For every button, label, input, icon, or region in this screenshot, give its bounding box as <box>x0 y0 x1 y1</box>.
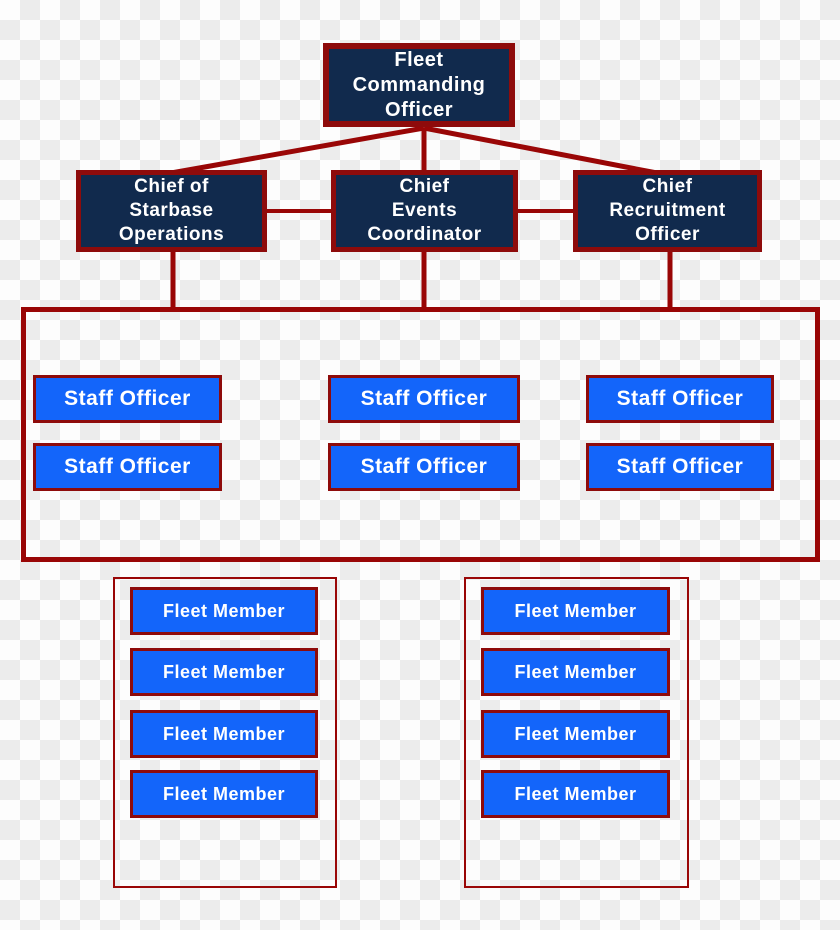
fleet-members-container-right <box>464 577 689 888</box>
node-label: Fleet Member <box>514 723 637 744</box>
node-label: Fleet Commanding Officer <box>352 48 486 121</box>
node-fleet-commanding-officer: Fleet Commanding Officer <box>323 43 515 127</box>
connector-line <box>170 125 425 176</box>
node-label: Staff Officer <box>360 386 488 410</box>
node-staff-officer: Staff Officer <box>328 375 520 423</box>
node-label: Fleet Member <box>162 783 286 804</box>
node-label: Staff Officer <box>64 454 191 478</box>
node-staff-officer: Staff Officer <box>586 375 774 423</box>
node-fleet-member: Fleet Member <box>481 710 670 758</box>
node-label: Chief Recruitment Officer <box>609 176 726 245</box>
node-staff-officer: Staff Officer <box>328 443 520 491</box>
node-fleet-member: Fleet Member <box>481 648 670 696</box>
node-label: Fleet Member <box>162 661 286 682</box>
node-label: Staff Officer <box>616 454 744 478</box>
node-fleet-member: Fleet Member <box>130 648 318 696</box>
node-fleet-member: Fleet Member <box>130 710 318 758</box>
node-chief-starbase-operations: Chief of Starbase Operations <box>76 170 267 252</box>
node-staff-officer: Staff Officer <box>33 375 222 423</box>
node-fleet-member: Fleet Member <box>130 587 318 635</box>
node-staff-officer: Staff Officer <box>33 443 222 491</box>
node-fleet-member: Fleet Member <box>481 587 670 635</box>
staff-officers-container <box>21 307 820 562</box>
node-label: Fleet Member <box>162 600 286 621</box>
node-label: Fleet Member <box>514 600 637 621</box>
node-label: Fleet Member <box>162 723 286 744</box>
connector-line <box>423 125 658 176</box>
node-label: Staff Officer <box>616 386 744 410</box>
node-chief-recruitment-officer: Chief Recruitment Officer <box>573 170 762 252</box>
node-fleet-member: Fleet Member <box>130 770 318 818</box>
node-label: Fleet Member <box>514 661 637 682</box>
node-staff-officer: Staff Officer <box>586 443 774 491</box>
fleet-members-container-left <box>113 577 337 888</box>
node-chief-events-coordinator: Chief Events Coordinator <box>331 170 518 252</box>
node-fleet-member: Fleet Member <box>481 770 670 818</box>
node-label: Fleet Member <box>514 783 637 804</box>
node-label: Chief of Starbase Operations <box>118 176 225 245</box>
node-label: Staff Officer <box>360 454 488 478</box>
node-label: Chief Events Coordinator <box>367 176 482 245</box>
node-label: Staff Officer <box>64 386 191 410</box>
